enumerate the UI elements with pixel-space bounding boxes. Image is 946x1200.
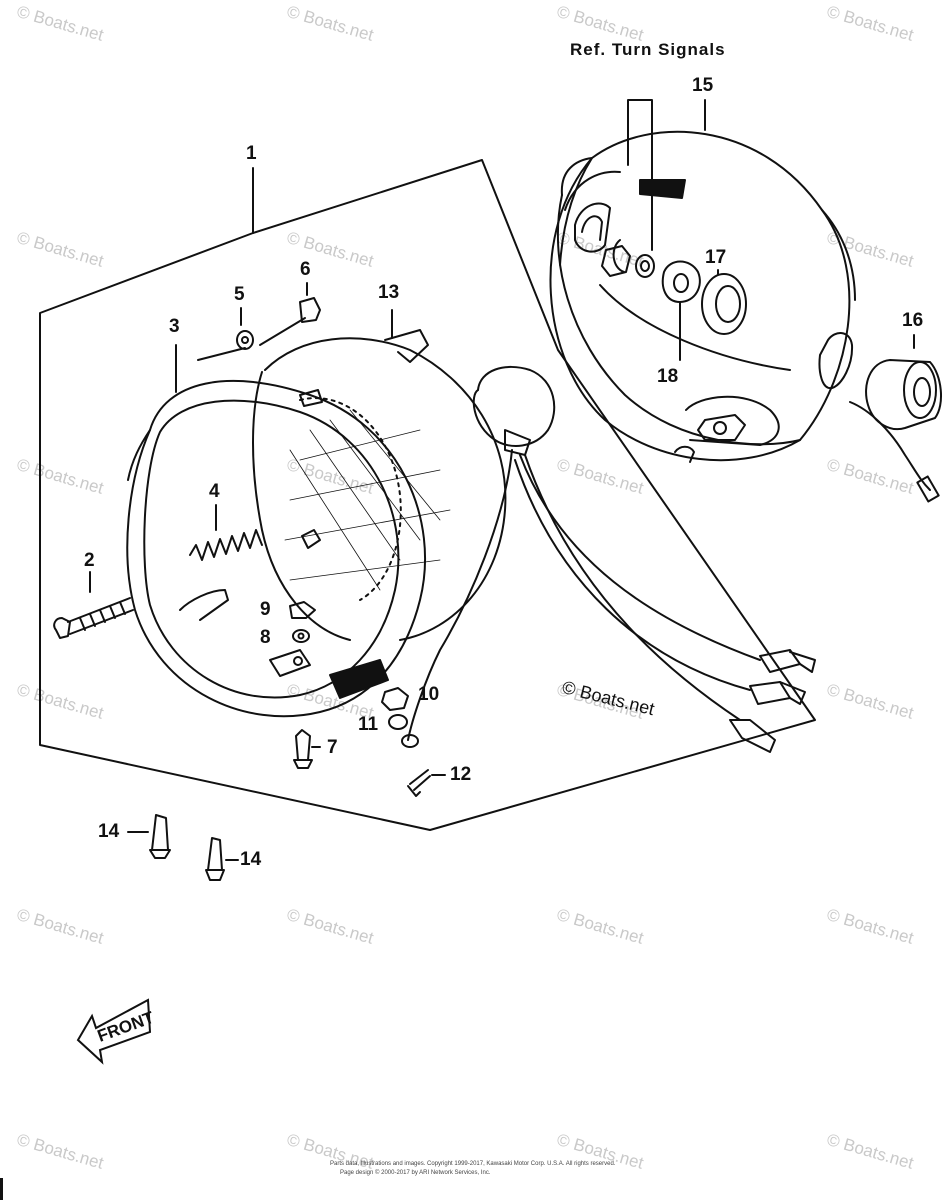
callout-10: 10 bbox=[418, 684, 440, 705]
callout-5: 5 bbox=[234, 284, 245, 305]
screw-7 bbox=[295, 729, 311, 761]
grommet-16 bbox=[849, 359, 942, 503]
nut-9 bbox=[289, 601, 316, 619]
screw-12 bbox=[409, 769, 431, 791]
washer-5 bbox=[236, 330, 254, 350]
callout-18: 18 bbox=[657, 366, 679, 387]
callout-3: 3 bbox=[169, 316, 180, 337]
screw-14-b bbox=[207, 837, 223, 871]
callout-4: 4 bbox=[209, 481, 220, 502]
turn-signal-washer bbox=[635, 254, 655, 278]
wiring-harness bbox=[407, 449, 816, 753]
washer-8 bbox=[292, 629, 310, 643]
callout-15: 15 bbox=[692, 75, 714, 96]
sealed-beam-unit bbox=[252, 337, 507, 641]
reference-label: Ref. Turn Signals bbox=[570, 40, 726, 59]
turn-signal-nut bbox=[601, 245, 631, 277]
callout-12: 12 bbox=[450, 764, 472, 785]
callout-8: 8 bbox=[260, 627, 271, 648]
callout-14-b: 14 bbox=[240, 849, 262, 870]
callout-7: 7 bbox=[327, 737, 338, 758]
nut-6 bbox=[299, 297, 321, 323]
callout-13: 13 bbox=[378, 282, 400, 303]
screw-2 bbox=[53, 571, 134, 639]
grommet-17 bbox=[701, 273, 747, 335]
callout-14-a: 14 bbox=[98, 821, 120, 842]
headlight-rim-3 bbox=[126, 379, 427, 718]
callout-2: 2 bbox=[84, 550, 95, 571]
callout-17: 17 bbox=[705, 247, 727, 268]
screw-14-a bbox=[151, 814, 169, 851]
front-arrow: FRONT bbox=[76, 998, 157, 1065]
spring-4 bbox=[189, 504, 263, 561]
callout-1: 1 bbox=[246, 143, 257, 164]
fine-print-line-1: Parts data, Illustrations and images. Co… bbox=[330, 1161, 616, 1167]
headlight-shell-15 bbox=[549, 130, 856, 463]
washer-11 bbox=[388, 714, 408, 730]
turn-signal-bracket bbox=[627, 99, 653, 251]
callout-11: 11 bbox=[358, 714, 379, 735]
left-edge-bar bbox=[0, 1178, 3, 1200]
fine-print-line-2: Page design © 2000-2017 by ARI Network S… bbox=[340, 1170, 491, 1176]
assembly-outline bbox=[39, 159, 816, 831]
callout-9: 9 bbox=[260, 599, 271, 620]
callout-6: 6 bbox=[300, 259, 311, 280]
terminal-ring bbox=[401, 734, 419, 748]
lamp-socket bbox=[472, 365, 556, 456]
bracket-13 bbox=[384, 329, 429, 363]
nut-10 bbox=[381, 687, 409, 711]
callout-16: 16 bbox=[902, 310, 924, 331]
washer-18 bbox=[661, 260, 701, 303]
